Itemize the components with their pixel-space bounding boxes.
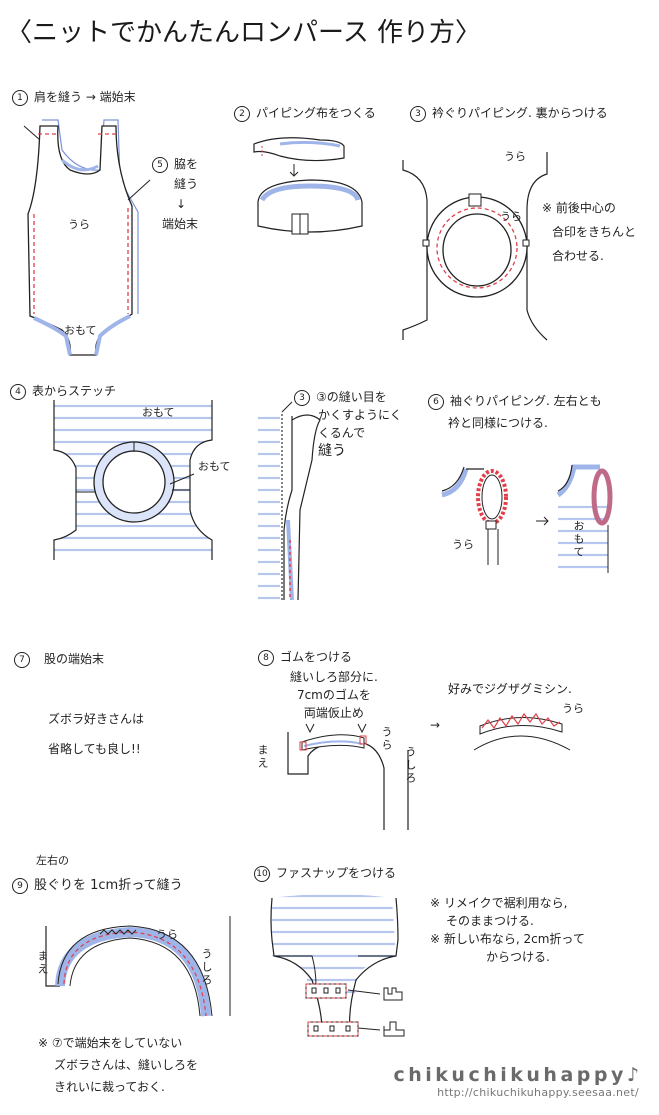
step-8-note: 縫いしろ部分に. 7cmのゴムを 両端仮止め [290, 670, 378, 720]
step-number-badge: 1 [12, 89, 28, 106]
label-outside: おもて [572, 520, 586, 559]
brand-name: chikuchikuhappy [393, 1064, 627, 1086]
wrap-seam-diagram [258, 401, 321, 601]
step-9-pretext: 左右の [36, 854, 69, 867]
step-9-note: ※ ⑦で端始末をしていない ズボラさんは、縫いしろを きれいに裁っておく. [38, 1036, 199, 1094]
step-number-badge: 10 [254, 865, 270, 882]
step-3-note: ※ 前後中心の 合印をきちんと 合わせる. [542, 201, 637, 263]
label-inside: うら [68, 218, 90, 231]
music-note-icon: ♪ [626, 1064, 639, 1086]
armhole-piping-diagram [441, 464, 613, 575]
piping-strip-diagram [253, 137, 363, 235]
step-10-note: ※ リメイクで裾利用なら, そのままつける. ※ 新しい布なら, 2cm折って … [430, 896, 585, 964]
step-number-badge: 4 [10, 383, 26, 400]
site-url[interactable]: http://chikuchikuhappy.seesaa.net/ [437, 1086, 639, 1099]
zigzag-stitch-diagram [473, 712, 571, 751]
label-back: うしろ [200, 948, 214, 987]
step-number-badge: 9 [12, 877, 28, 894]
elastic-attach-diagram [287, 723, 409, 830]
zigzag-note: 好みでジグザグミシン. [448, 682, 572, 696]
label-front: まえ [36, 950, 50, 976]
arrow-icon: → [430, 718, 441, 732]
label-crotch-outside: おもて [64, 324, 97, 337]
snap-attach-diagram [270, 894, 405, 1037]
label-back: うしろ [404, 746, 418, 785]
label-front: まえ [256, 744, 270, 770]
page-title: 〈ニットでかんたんロンパース 作り方〉 [6, 18, 481, 48]
label-inside: うら [156, 928, 178, 941]
label-inside: うら [452, 538, 474, 551]
step-number-badge: 5 [152, 156, 168, 173]
crotch-fold-diagram [45, 916, 231, 1017]
label-binding-inside: うら [500, 210, 522, 223]
romper-back-diagram [23, 119, 151, 356]
step-number-badge: 8 [258, 649, 274, 666]
step-number-badge: 6 [428, 393, 444, 410]
step-ref-badge: 3 [294, 389, 310, 406]
label-outside: おもて [142, 406, 175, 419]
step-number-badge: 3 [410, 105, 426, 122]
neckline-piping-diagram [402, 152, 548, 341]
label-binding-outside: おもて [198, 460, 231, 473]
step-7-note: ズボラ好きさんは 省略しても良し!! [48, 712, 145, 756]
step-1-text: 肩を縫う → 端始末 [34, 90, 136, 104]
step-number-badge: 2 [234, 105, 250, 122]
label-inside: うら [504, 150, 526, 163]
topstitch-diagram [53, 400, 213, 560]
label-inside: うら [380, 726, 394, 752]
footer-branding: chikuchikuhappy♪ http://chikuchikuhappy.… [393, 1064, 639, 1099]
label-inside: うら [562, 702, 584, 715]
step-number-badge: 7 [14, 651, 30, 668]
step-1-heading: 1 肩を縫う → 端始末 [12, 88, 136, 107]
